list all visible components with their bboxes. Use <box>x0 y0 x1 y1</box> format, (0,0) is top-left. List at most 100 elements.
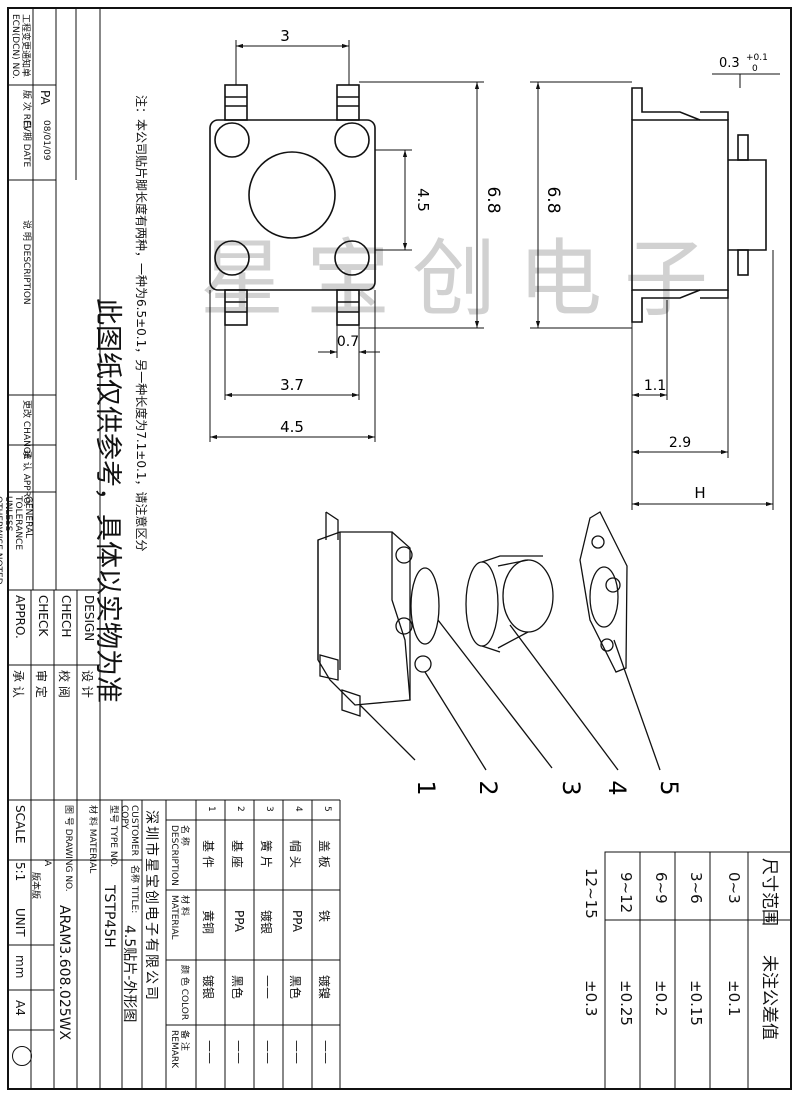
part-row-no: 2 <box>235 806 245 812</box>
signoff-check-cn: 审 定 <box>34 670 48 698</box>
scale-label: SCALE <box>13 805 27 844</box>
dim-overall-height: H <box>694 484 705 502</box>
rev-box: A <box>42 860 52 867</box>
tolerance-value: ±0.3 <box>582 980 600 1017</box>
title-label: 名称 TITLE: <box>129 865 139 914</box>
title-value: 4.5贴片-外形图 <box>121 925 137 1023</box>
part-row-name: 簧 片 <box>259 840 273 868</box>
front-dimensions <box>209 40 484 442</box>
part-row-name: 盖 板 <box>317 840 331 868</box>
tolerance-range: 12~15 <box>582 868 600 919</box>
tolerance-range: 3~6 <box>687 872 705 904</box>
part-row-color: 镀银 <box>201 975 215 1000</box>
tolerance-range: 6~9 <box>652 872 670 904</box>
part-row-remark: —— <box>319 1040 333 1064</box>
description-label: 说 明 DESCRIPTION <box>21 220 31 305</box>
material-label: 材 料 MATERIAL <box>87 805 97 874</box>
date-label: 日 期 DATE <box>21 120 31 168</box>
dim-left-height: 4.5 <box>414 188 432 212</box>
signoff-appro-cn: 承 认 <box>11 670 25 698</box>
rev-box-label: 版本版 <box>30 872 40 900</box>
part-row-name: 帽 头 <box>288 840 302 868</box>
part-row-name: 基 座 <box>230 840 244 868</box>
callout-1: 1 <box>412 780 440 795</box>
dim-tol-zero: 0 <box>752 64 758 74</box>
part-row-no: 1 <box>206 806 216 812</box>
part-row-remark: —— <box>203 1040 217 1064</box>
tolerance-note-label: GENERAL TOLERANCE UNLESS OTHERWISE NOTED <box>0 496 33 585</box>
tolerance-value: ±0.25 <box>617 980 635 1026</box>
side-dimensions <box>530 73 780 510</box>
dim-pin-pitch: 3.7 <box>280 376 304 394</box>
unit-value: mm <box>13 955 27 979</box>
tolerance-range: 0~3 <box>725 872 743 904</box>
drawing-no-label: 图 号 DRAWING NO. <box>63 805 73 892</box>
pin-length-note: 注：本公司贴片脚长度有两种，一种为6.5±0.1，另一种长度为7.1±0.1，请… <box>134 95 148 552</box>
signoff-check-en: CHECK <box>36 595 50 637</box>
scale-value: 5:1 <box>13 862 27 882</box>
tolerance-value: ±0.2 <box>652 980 670 1017</box>
front-view <box>209 84 376 326</box>
dim-frame-thickness: 0.3 <box>719 56 740 71</box>
part-row-name: 基 件 <box>201 840 215 868</box>
tolerance-range: 9~12 <box>617 872 635 914</box>
revision-block <box>8 8 101 591</box>
company-name: 深圳市星宝创电子有限公司 <box>143 810 159 1002</box>
part-row-material: 镀银 <box>259 910 273 935</box>
callout-4: 4 <box>603 780 631 795</box>
dim-base-thickness: 1.1 <box>644 378 666 394</box>
part-row-material: PPA <box>232 910 246 932</box>
dim-body-depth: 2.9 <box>669 435 691 451</box>
callout-2: 2 <box>474 780 502 795</box>
part-row-remark: —— <box>261 1040 275 1064</box>
signoff-chech-cn: 校 阅 <box>57 670 71 698</box>
reference-notice: 此图纸仅供参考，具体以实物为准 <box>92 298 123 703</box>
dim-tol-plus: +0.1 <box>746 53 768 63</box>
part-row-remark: —— <box>232 1040 246 1064</box>
part-row-no: 3 <box>264 806 274 812</box>
part-row-remark: —— <box>290 1040 304 1064</box>
callout-3: 3 <box>557 780 585 795</box>
size-value: A4 <box>13 1000 27 1016</box>
callout-5: 5 <box>655 780 683 795</box>
unit-label: UNIT <box>13 908 27 937</box>
rev-value: PA <box>38 90 52 105</box>
ecn-label: 工程变更通知单 ECN(DCN) NO. <box>10 14 30 79</box>
part-row-color: 镀镍 <box>317 975 331 1000</box>
signoff-design-en: DESIGN <box>82 595 96 642</box>
parts-header-color: 颜 色 COLOR <box>179 965 189 1021</box>
part-row-no: 4 <box>293 806 303 812</box>
part-row-material: PPA <box>290 910 304 932</box>
part-row-no: 5 <box>322 806 332 812</box>
signoff-chech-en: CHECH <box>59 595 73 638</box>
customer-copy-label: CUSTOMER COPY <box>119 805 139 856</box>
parts-header-description: 名 称 DESCRIPTION <box>169 825 189 886</box>
signoff-design-cn: 设 计 <box>80 670 94 698</box>
exploded-view <box>317 511 661 771</box>
title-block-grid <box>8 799 341 1090</box>
dim-pin-width: 0.7 <box>337 334 359 350</box>
projection-symbol-icon <box>12 1046 32 1066</box>
part-row-color: 黑色 <box>230 975 244 1000</box>
date-value: 08/01/09 <box>41 120 51 161</box>
sheet-border <box>7 7 792 1090</box>
dim-body-height: 6.8 <box>483 186 503 213</box>
dim-body-width: 4.5 <box>280 418 304 436</box>
type-no-value: TSTP45H <box>101 885 117 948</box>
dim-side-height: 6.8 <box>543 186 563 213</box>
tolerance-value: ±0.15 <box>687 980 705 1026</box>
parts-header-remark: 备 注 REMARK <box>169 1030 189 1069</box>
tolerance-table-grid <box>604 851 792 1090</box>
part-row-material: 铁 <box>317 910 331 923</box>
tolerance-value: ±0.1 <box>725 980 743 1017</box>
dim-top-width: 3 <box>280 27 290 45</box>
drawing-no-value: ARAM3.608.025WX <box>56 905 72 1041</box>
part-row-color: 黑色 <box>288 975 302 1000</box>
type-no-label: 型号 TYPE NO. <box>108 805 118 868</box>
signoff-appro-en: APPRO. <box>13 595 27 639</box>
tolerance-header-range: 尺寸范围 <box>759 858 779 926</box>
watermark-text: 星宝创电子 <box>200 230 730 328</box>
tolerance-header-value: 未注公差值 <box>759 955 779 1040</box>
